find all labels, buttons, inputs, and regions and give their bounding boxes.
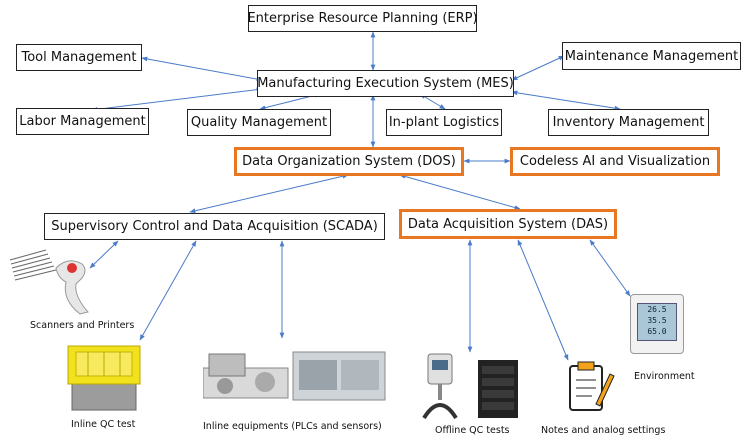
node-quality-management: Quality Management [187, 109, 331, 136]
arrow-scada-inlineqc [139, 240, 197, 341]
node-maint-label: Maintenance Management [564, 48, 739, 64]
node-das: Data Acquisition System (DAS) [399, 209, 617, 239]
inline-qc-machine-illustration [67, 345, 141, 411]
arrow-maint-mes [511, 55, 565, 81]
node-erp-label: Enterprise Resource Planning (ERP) [247, 11, 478, 26]
node-tool-label: Tool Management [21, 50, 137, 65]
arrow-tool-mes [141, 56, 263, 82]
inline-equipment-illustration [203, 351, 386, 401]
environment-sensor-illustration: 26.5 35.5 65.0 [630, 294, 684, 354]
sensor-reading-1: 26.5 [647, 305, 667, 314]
node-quality-label: Quality Management [190, 115, 328, 130]
arrow-inventory-mes [511, 90, 621, 111]
sensor-reading-2: 35.5 [647, 316, 667, 325]
arrow-dos-das [399, 174, 521, 210]
arrow-labor-mes [91, 87, 263, 112]
sensor-reading-3: 65.0 [647, 327, 667, 336]
barcode-scanner-illustration [9, 249, 89, 315]
caption-notes: Notes and analog settings [541, 425, 666, 436]
notes-clipboard-illustration [569, 361, 615, 411]
node-inventory-management: Inventory Management [548, 109, 709, 136]
arrow-scada-scanners [89, 240, 119, 269]
caption-scanners: Scanners and Printers [30, 320, 135, 331]
node-mes-label: Manufacturing Execution System (MES) [257, 76, 514, 91]
caption-inline-qc: Inline QC test [71, 419, 136, 430]
caption-inline-equipments: Inline equipments (PLCs and sensors) [203, 421, 382, 432]
node-erp: Enterprise Resource Planning (ERP) [247, 5, 478, 32]
node-labor-management: Labor Management [16, 108, 149, 135]
node-tool-management: Tool Management [16, 44, 142, 71]
node-maintenance-management: Maintenance Management [562, 42, 741, 70]
node-scada: Supervisory Control and Data Acquisition… [44, 213, 385, 240]
node-das-label: Data Acquisition System (DAS) [407, 216, 609, 232]
node-codeless-ai: Codeless AI and Visualization [510, 147, 720, 176]
node-mes: Manufacturing Execution System (MES) [257, 70, 514, 97]
arrow-das-notes [517, 239, 569, 361]
caption-offline-qc: Offline QC tests [435, 425, 510, 436]
node-inplant-logistics: In-plant Logistics [386, 109, 502, 136]
node-dos-label: Data Organization System (DOS) [242, 154, 456, 169]
arrow-das-env [589, 239, 631, 297]
node-ai-label: Codeless AI and Visualization [519, 154, 711, 169]
offline-qc-instruments-illustration [422, 353, 518, 420]
node-inventory-label: Inventory Management [552, 115, 705, 130]
node-scada-label: Supervisory Control and Data Acquisition… [51, 219, 378, 234]
node-labor-label: Labor Management [19, 114, 146, 129]
caption-environment: Environment [634, 371, 695, 382]
sensor-screen: 26.5 35.5 65.0 [637, 303, 677, 341]
node-logistics-label: In-plant Logistics [388, 115, 500, 130]
node-dos: Data Organization System (DOS) [234, 147, 464, 176]
arrow-dos-scada [189, 173, 349, 214]
